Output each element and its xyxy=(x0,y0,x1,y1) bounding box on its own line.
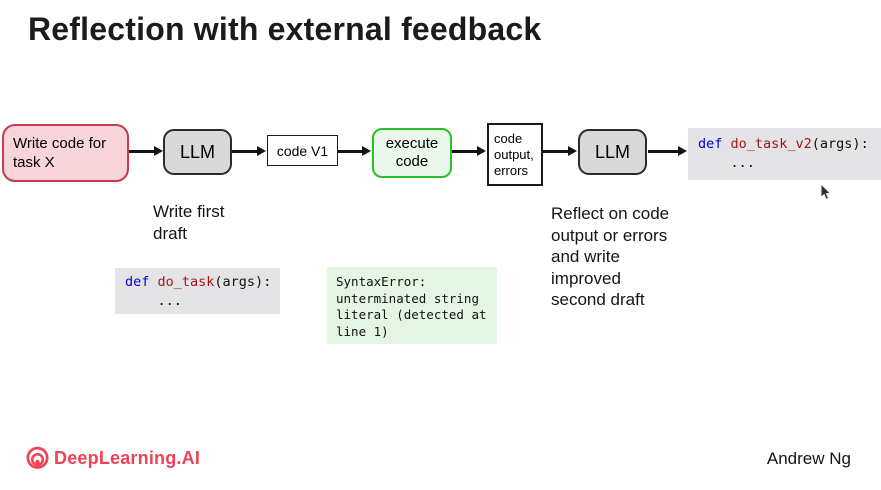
code-v1-label: code V1 xyxy=(276,142,329,159)
code-v2-snippet: def do_task_v2(args): ... xyxy=(688,128,881,180)
mouse-cursor-icon xyxy=(820,182,832,206)
code-keyword: def xyxy=(125,274,150,290)
code-signature: (args): xyxy=(214,274,272,290)
code-line: def do_task_v2(args): xyxy=(698,135,881,154)
brand-logo: DeepLearning.AI xyxy=(25,446,200,471)
flow-arrow-4 xyxy=(452,150,478,153)
author-name: Andrew Ng xyxy=(766,449,851,468)
code-keyword: def xyxy=(698,136,723,152)
deeplearning-logo-icon xyxy=(25,446,50,471)
page-title: Reflection with external feedback xyxy=(28,11,542,47)
code-body: ... xyxy=(157,293,182,309)
code-body: ... xyxy=(730,155,755,171)
flow-arrow-6 xyxy=(648,150,679,153)
task-prompt-box: Write code for task X xyxy=(2,124,129,182)
flow-arrow-5 xyxy=(543,150,569,153)
llm-2-label: LLM xyxy=(594,141,630,162)
execute-code-box: execute code xyxy=(372,128,452,178)
llm-box-1: LLM xyxy=(163,129,232,175)
code-v1-box: code V1 xyxy=(267,135,338,166)
code-draft1-snippet: def do_task(args): ... xyxy=(115,268,280,314)
flow-arrow-2 xyxy=(232,150,258,153)
syntax-error-box: SyntaxError: unterminated string literal… xyxy=(327,267,497,344)
flow-arrow-3 xyxy=(338,150,363,153)
code-signature: (args): xyxy=(811,136,869,152)
first-draft-label: Write first draft xyxy=(153,202,225,243)
reflect-label: Reflect on code output or errors and wri… xyxy=(551,204,670,309)
code-function-name: do_task xyxy=(157,274,215,290)
code-output-label: code output, errors xyxy=(494,130,534,178)
flow-arrow-1 xyxy=(129,150,155,153)
execute-code-label: execute code xyxy=(385,135,439,170)
code-output-box: code output, errors xyxy=(487,123,543,186)
brand-name: DeepLearning.AI xyxy=(54,448,201,468)
code-function-name: do_task_v2 xyxy=(730,136,812,152)
code-line: def do_task(args): xyxy=(125,273,280,292)
llm-1-label: LLM xyxy=(179,141,215,162)
task-prompt-label: Write code for task X xyxy=(13,135,107,171)
llm-box-2: LLM xyxy=(578,129,647,175)
